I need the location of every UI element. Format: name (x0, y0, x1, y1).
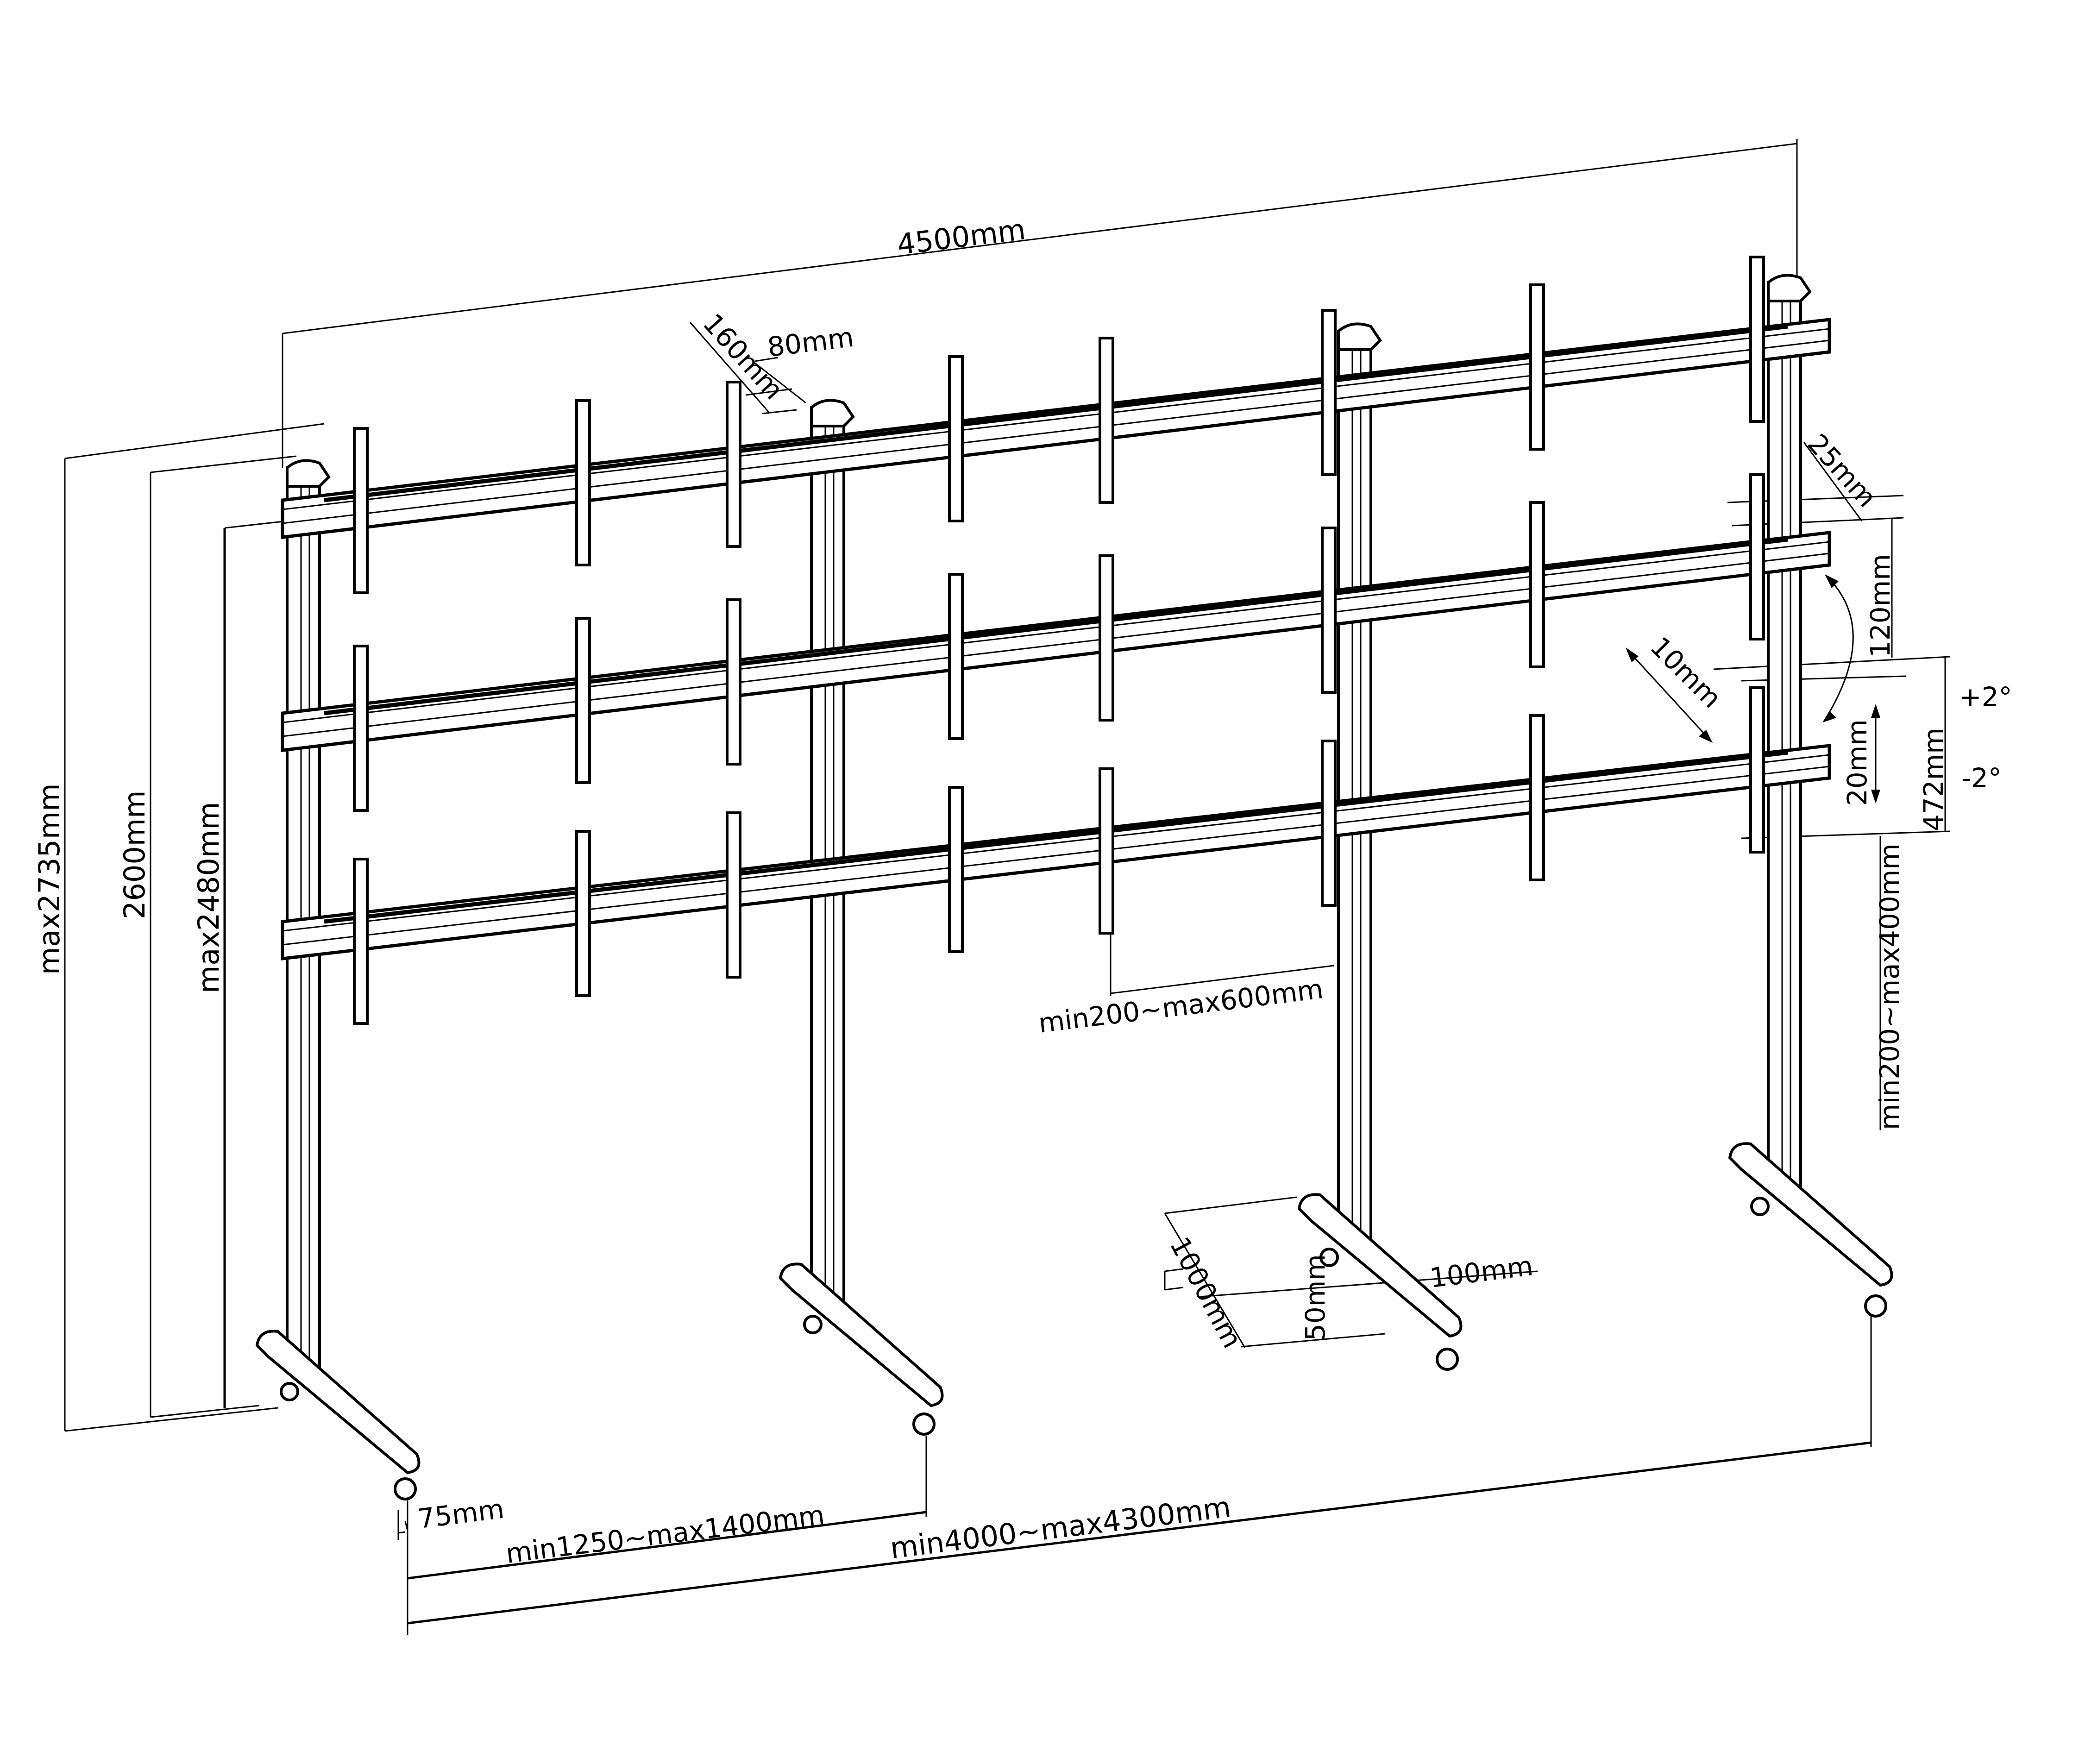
foot-3 (1297, 1193, 1463, 1371)
foot-2 (779, 1262, 944, 1436)
label-horizontal-spacing: min200~max600mm (1036, 973, 1325, 1039)
label-tilt-plus: +2° (1959, 681, 2012, 713)
rails (281, 318, 1831, 960)
label-arm-width: 80mm (766, 321, 855, 363)
label-base-width: min4000~max4300mm (888, 1490, 1233, 1565)
foot-1 (255, 1330, 421, 1500)
label-overall-width: 4500mm (895, 212, 1027, 261)
label-caster-offset: 75mm (416, 1493, 506, 1535)
brackets (353, 256, 1765, 1025)
upright-2 (810, 399, 855, 1307)
label-foot-width: 100mm (1428, 1250, 1534, 1294)
label-foot-height: 50mm (1300, 1254, 1331, 1341)
feet (255, 1142, 1893, 1500)
dimension-lines (64, 139, 1950, 1635)
uprights (286, 274, 1812, 1372)
foot-4 (1728, 1142, 1893, 1318)
label-vertical-spacing: min200~max400mm (1874, 843, 1905, 1130)
label-row-pitch: 472mm (1918, 728, 1949, 831)
label-rail-depth: 25mm (1802, 428, 1883, 513)
label-max-height: max2735mm (32, 783, 66, 975)
label-tilt-depth: 10mm (1644, 631, 1727, 714)
label-max-top-rail-height: max2480mm (192, 802, 226, 993)
upright-3 (1337, 322, 1382, 1240)
label-height: 2600mm (118, 790, 151, 919)
label-foot-length: 1000mm (1164, 1232, 1248, 1353)
rail-bottom (281, 744, 1831, 960)
label-bracket-adjust: 20mm (1841, 719, 1873, 806)
rail-top (281, 318, 1831, 539)
rail-middle (281, 531, 1831, 752)
label-tilt-minus: -2° (1961, 762, 2002, 794)
label-rail-height: 120mm (1865, 554, 1896, 658)
upright-4 (1767, 274, 1812, 1192)
label-upright-spacing: min1250~max1400mm (504, 1499, 826, 1569)
